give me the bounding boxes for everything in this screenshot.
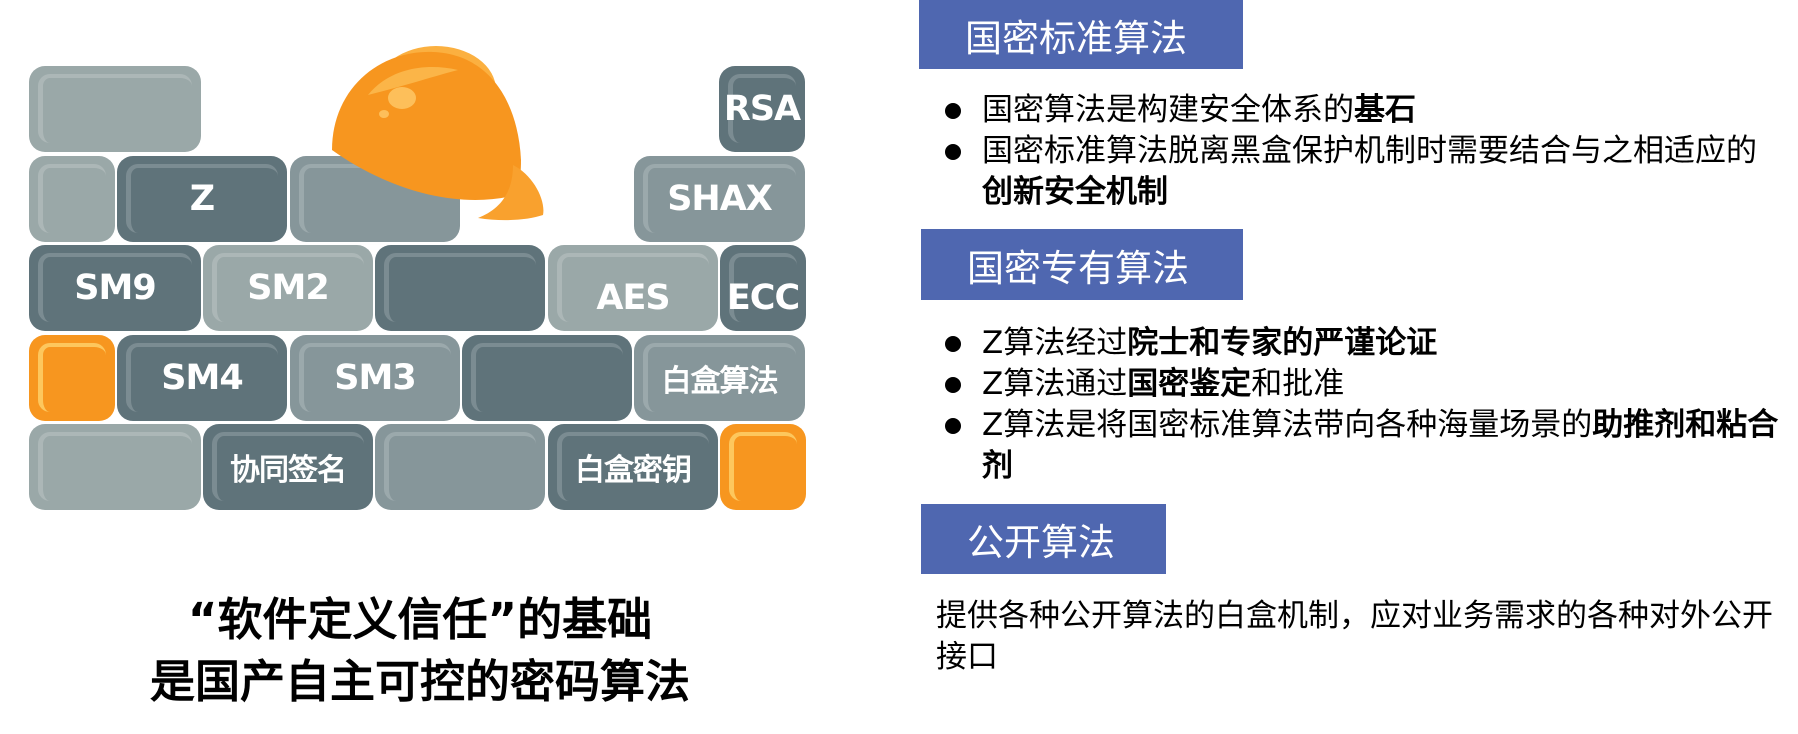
item-text-after: 和批准	[1251, 366, 1345, 402]
brick-sm3: SM3	[290, 335, 460, 421]
brick-shax: SHAX	[634, 156, 805, 242]
brick-label: AES	[596, 278, 670, 318]
item-emphasis: 创新安全机制	[982, 174, 1168, 210]
brick-blank	[29, 424, 201, 510]
brick-collaborative-signature: 协同签名	[203, 424, 373, 510]
brick-label: 白盒密钥	[575, 453, 692, 488]
brick-label: SM2	[247, 268, 329, 308]
brick-blank	[29, 66, 201, 152]
brick-orange	[29, 335, 115, 421]
brick-sm9: SM9	[29, 245, 201, 331]
caption-line-2: 是国产自主可控的密码算法	[149, 655, 690, 708]
list-item: 国密标准算法脱离黑盒保护机制时需要结合与之相适应的创新安全机制	[945, 131, 1785, 213]
brick-label: ECC	[726, 278, 800, 318]
list-item: Z算法经过院士和专家的严谨论证	[945, 323, 1785, 364]
brick-whitebox-key: 白盒密钥	[548, 424, 718, 510]
brick-sm2: SM2	[203, 245, 373, 331]
proprietary-bullet-list: Z算法经过院士和专家的严谨论证 Z算法通过国密鉴定和批准 Z算法是将国密标准算法…	[945, 323, 1785, 487]
item-text: Z算法是将国密标准算法带向各种海量场景的	[982, 407, 1593, 443]
item-text: Z算法通过	[982, 366, 1128, 402]
brick-whitebox-algorithm: 白盒算法	[634, 335, 805, 421]
item-emphasis: 助推剂和粘合剂	[982, 407, 1779, 484]
brick-z: Z	[117, 156, 287, 242]
brick-sm4: SM4	[117, 335, 287, 421]
caption-line-1: “软件定义信任”的基础	[187, 593, 653, 646]
list-item: Z算法是将国密标准算法带向各种海量场景的助推剂和粘合剂	[945, 405, 1785, 487]
brick-label: Z	[189, 179, 215, 219]
brick-rsa: RSA	[719, 66, 805, 152]
brick-aes: AES	[548, 245, 718, 331]
brick-orange	[720, 424, 806, 510]
brick-label: SHAX	[667, 179, 773, 219]
item-emphasis: 院士和专家的严谨论证	[1127, 325, 1438, 361]
section-header-proprietary: 国密专有算法	[921, 229, 1243, 300]
brick-label: 白盒算法	[661, 364, 779, 399]
standard-bullet-list: 国密算法是构建安全体系的基石 国密标准算法脱离黑盒保护机制时需要结合与之相适应的…	[945, 90, 1785, 213]
item-text: Z算法经过	[982, 325, 1128, 361]
list-item: 国密算法是构建安全体系的基石	[945, 90, 1785, 131]
item-text: 国密标准算法脱离黑盒保护机制时需要结合与之相适应的	[982, 133, 1757, 169]
brick-label: SM4	[161, 358, 243, 398]
list-item: Z算法通过国密鉴定和批准	[945, 364, 1785, 405]
section-header-public: 公开算法	[921, 504, 1166, 574]
brick-blank	[375, 424, 545, 510]
brick-label: 协同签名	[230, 453, 347, 488]
hard-hat-icon	[332, 46, 544, 221]
brick-label: RSA	[723, 89, 801, 129]
brick-blank	[29, 156, 115, 242]
brick-ecc: ECC	[720, 245, 806, 331]
algorithm-brick-wall: RSA Z SHAX SM9 SM2 AES ECC SM4 SM3 白盒算法 …	[0, 0, 830, 560]
public-description: 提供各种公开算法的白盒机制，应对业务需求的各种对外公开接口	[936, 598, 1773, 675]
brick-label: SM3	[334, 358, 416, 398]
section-header-standard: 国密标准算法	[919, 0, 1243, 69]
item-text: 国密算法是构建安全体系的	[982, 92, 1354, 128]
brick-label: SM9	[74, 268, 156, 308]
brick-blank	[462, 335, 632, 421]
brick-blank	[375, 245, 545, 331]
item-emphasis: 基石	[1354, 92, 1416, 128]
item-emphasis: 国密鉴定	[1127, 366, 1252, 402]
